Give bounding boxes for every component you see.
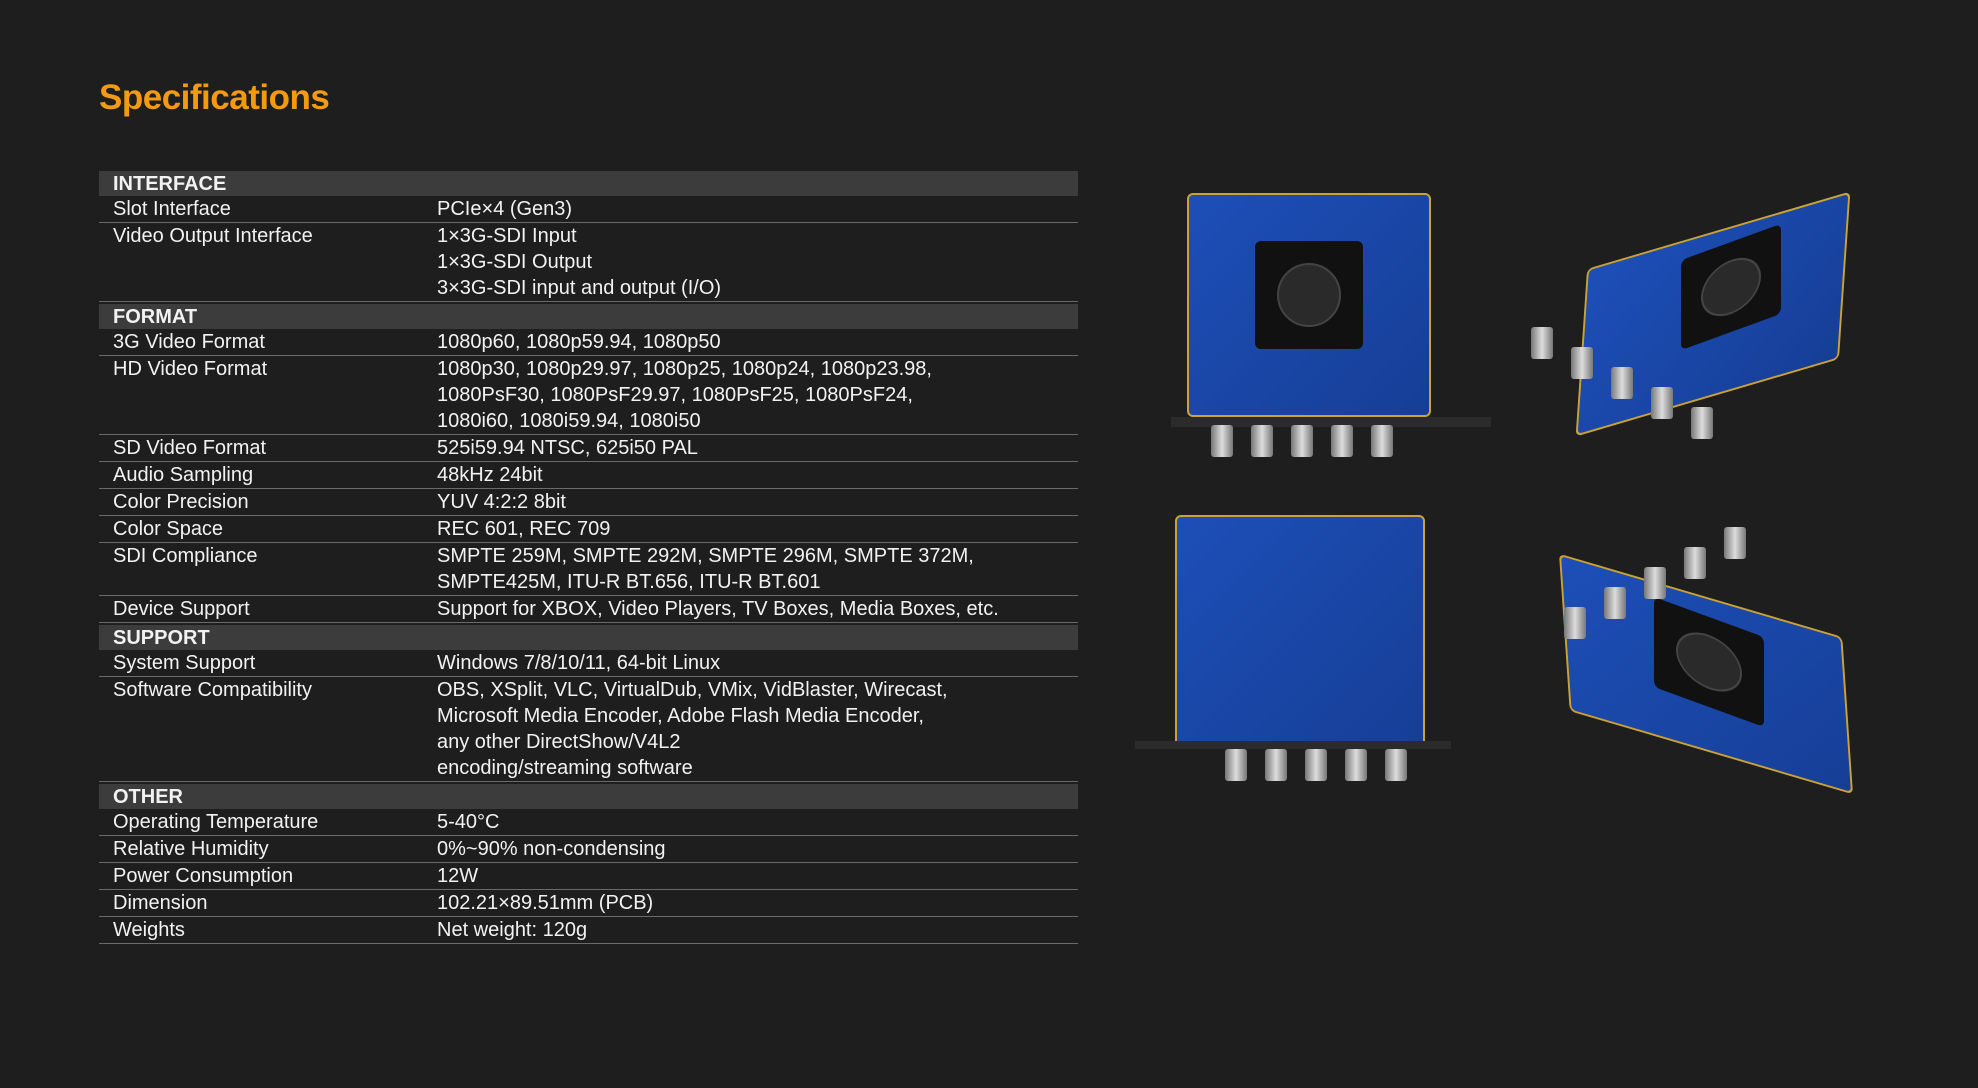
spec-value: SMPTE 259M, SMPTE 292M, SMPTE 296M, SMPT… [437,543,1078,595]
spec-value-line: 1080PsF30, 1080PsF29.97, 1080PsF25, 1080… [437,384,913,406]
spec-value-line: 3×3G-SDI input and output (I/O) [437,277,722,299]
spec-label: Slot Interface [113,198,231,220]
spec-value: REC 601, REC 709 [437,516,1078,542]
fan-icon [1255,241,1363,349]
spec-row: Power Consumption 12W [99,863,1078,890]
section-header: OTHER [99,784,1078,809]
spec-row: Dimension 102.21×89.51mm (PCB) [99,890,1078,917]
spec-value-line: PCIe×4 (Gen3) [437,198,573,220]
spec-value-line: encoding/streaming software [437,757,693,779]
spec-value: 0%~90% non-condensing [437,836,1078,862]
spec-value: 48kHz 24bit [437,462,1078,488]
spec-value-line: 525i59.94 NTSC, 625i50 PAL [437,437,698,459]
spec-label: Device Support [113,598,250,620]
section-header: SUPPORT [99,625,1078,650]
section-header: FORMAT [99,304,1078,329]
product-image-back [1135,511,1451,783]
spec-value-line: YUV 4:2:2 8bit [437,491,566,513]
spec-label: SDI Compliance [113,545,258,567]
spec-value-line: 1×3G-SDI Output [437,251,593,273]
spec-label: Software Compatibility [113,679,312,701]
spec-row: SD Video Format 525i59.94 NTSC, 625i50 PA… [99,435,1078,462]
spec-value: 1080p60, 1080p59.94, 1080p50 [437,329,1078,355]
product-image-angled-bottom [1504,517,1895,795]
spec-label: Relative Humidity [113,838,269,860]
spec-value: 1×3G-SDI Input 1×3G-SDI Output 3×3G-SDI in… [437,223,1078,301]
spec-row: System Support Windows 7/8/10/11, 64-bit … [99,650,1078,677]
spec-value-line: 1080i60, 1080i59.94, 1080i50 [437,410,701,432]
spec-value-line: 5-40°C [437,811,500,833]
spec-value-line: SMPTE 259M, SMPTE 292M, SMPTE 296M, SMPT… [437,545,974,567]
product-image-angled-top [1511,191,1895,458]
spec-value-line: 0%~90% non-condensing [437,838,666,860]
spec-row: Relative Humidity 0%~90% non-condensing [99,836,1078,863]
spec-row: Color Space REC 601, REC 709 [99,516,1078,543]
spec-value-line: 1080p30, 1080p29.97, 1080p25, 1080p24, 1… [437,358,932,380]
spec-row: 3G Video Format 1080p60, 1080p59.94, 1080… [99,329,1078,356]
spec-row: Color Precision YUV 4:2:2 8bit [99,489,1078,516]
spec-value-line: 1080p60, 1080p59.94, 1080p50 [437,331,721,353]
spec-value-line: Windows 7/8/10/11, 64-bit Linux [437,652,721,674]
spec-value-line: 48kHz 24bit [437,464,543,486]
spec-value-line: OBS, XSplit, VLC, VirtualDub, VMix, VidB… [437,679,948,701]
spec-value-line: SMPTE425M, ITU-R BT.656, ITU-R BT.601 [437,571,821,593]
spec-label: Video Output Interface [113,225,313,247]
spec-row: Audio Sampling 48kHz 24bit [99,462,1078,489]
spec-value-line: Support for XBOX, Video Players, TV Boxe… [437,598,999,620]
spec-value: 1080p30, 1080p29.97, 1080p25, 1080p24, 1… [437,356,1078,434]
spec-value: 102.21×89.51mm (PCB) [437,890,1078,916]
spec-value-line: 102.21×89.51mm (PCB) [437,892,654,914]
spec-label: Operating Temperature [113,811,319,833]
spec-label: Color Space [113,518,224,540]
spec-value: OBS, XSplit, VLC, VirtualDub, VMix, VidB… [437,677,1078,781]
spec-label: Color Precision [113,491,249,513]
spec-label: System Support [113,652,256,674]
spec-value: 5-40°C [437,809,1078,835]
section-header: INTERFACE [99,171,1078,196]
spec-row: HD Video Format 1080p30, 1080p29.97, 1080… [99,356,1078,435]
spec-value: PCIe×4 (Gen3) [437,196,1078,222]
spec-label: Power Consumption [113,865,294,887]
spec-row: Weights Net weight: 120g [99,917,1078,944]
page-title: Specifications [99,78,330,117]
spec-value-line: 1×3G-SDI Input [437,225,577,247]
spec-value-line: REC 601, REC 709 [437,518,611,540]
spec-value: 12W [437,863,1078,889]
spec-value: YUV 4:2:2 8bit [437,489,1078,515]
spec-label: Weights [113,919,185,941]
spec-value: Windows 7/8/10/11, 64-bit Linux [437,650,1078,676]
spec-value-line: Microsoft Media Encoder, Adobe Flash Med… [437,705,924,727]
spec-value-line: Net weight: 120g [437,919,588,941]
spec-label: HD Video Format [113,358,268,380]
spec-value: Net weight: 120g [437,917,1078,943]
spec-value-line: any other DirectShow/V4L2 [437,731,681,753]
spec-row: Slot Interface PCIe×4 (Gen3) [99,196,1078,223]
spec-value-line: 12W [437,865,479,887]
spec-row: Software Compatibility OBS, XSplit, VLC, … [99,677,1078,782]
spec-label: Dimension [113,892,208,914]
spec-row: Operating Temperature 5-40°C [99,809,1078,836]
spec-label: Audio Sampling [113,464,254,486]
spec-value: 525i59.94 NTSC, 625i50 PAL [437,435,1078,461]
product-image-front [1171,189,1491,459]
spec-label: 3G Video Format [113,331,265,353]
spec-value: Support for XBOX, Video Players, TV Boxe… [437,596,1078,622]
spec-row: Device Support Support for XBOX, Video Pl… [99,596,1078,623]
spec-row: SDI Compliance SMPTE 259M, SMPTE 292M, SM… [99,543,1078,596]
spec-label: SD Video Format [113,437,267,459]
